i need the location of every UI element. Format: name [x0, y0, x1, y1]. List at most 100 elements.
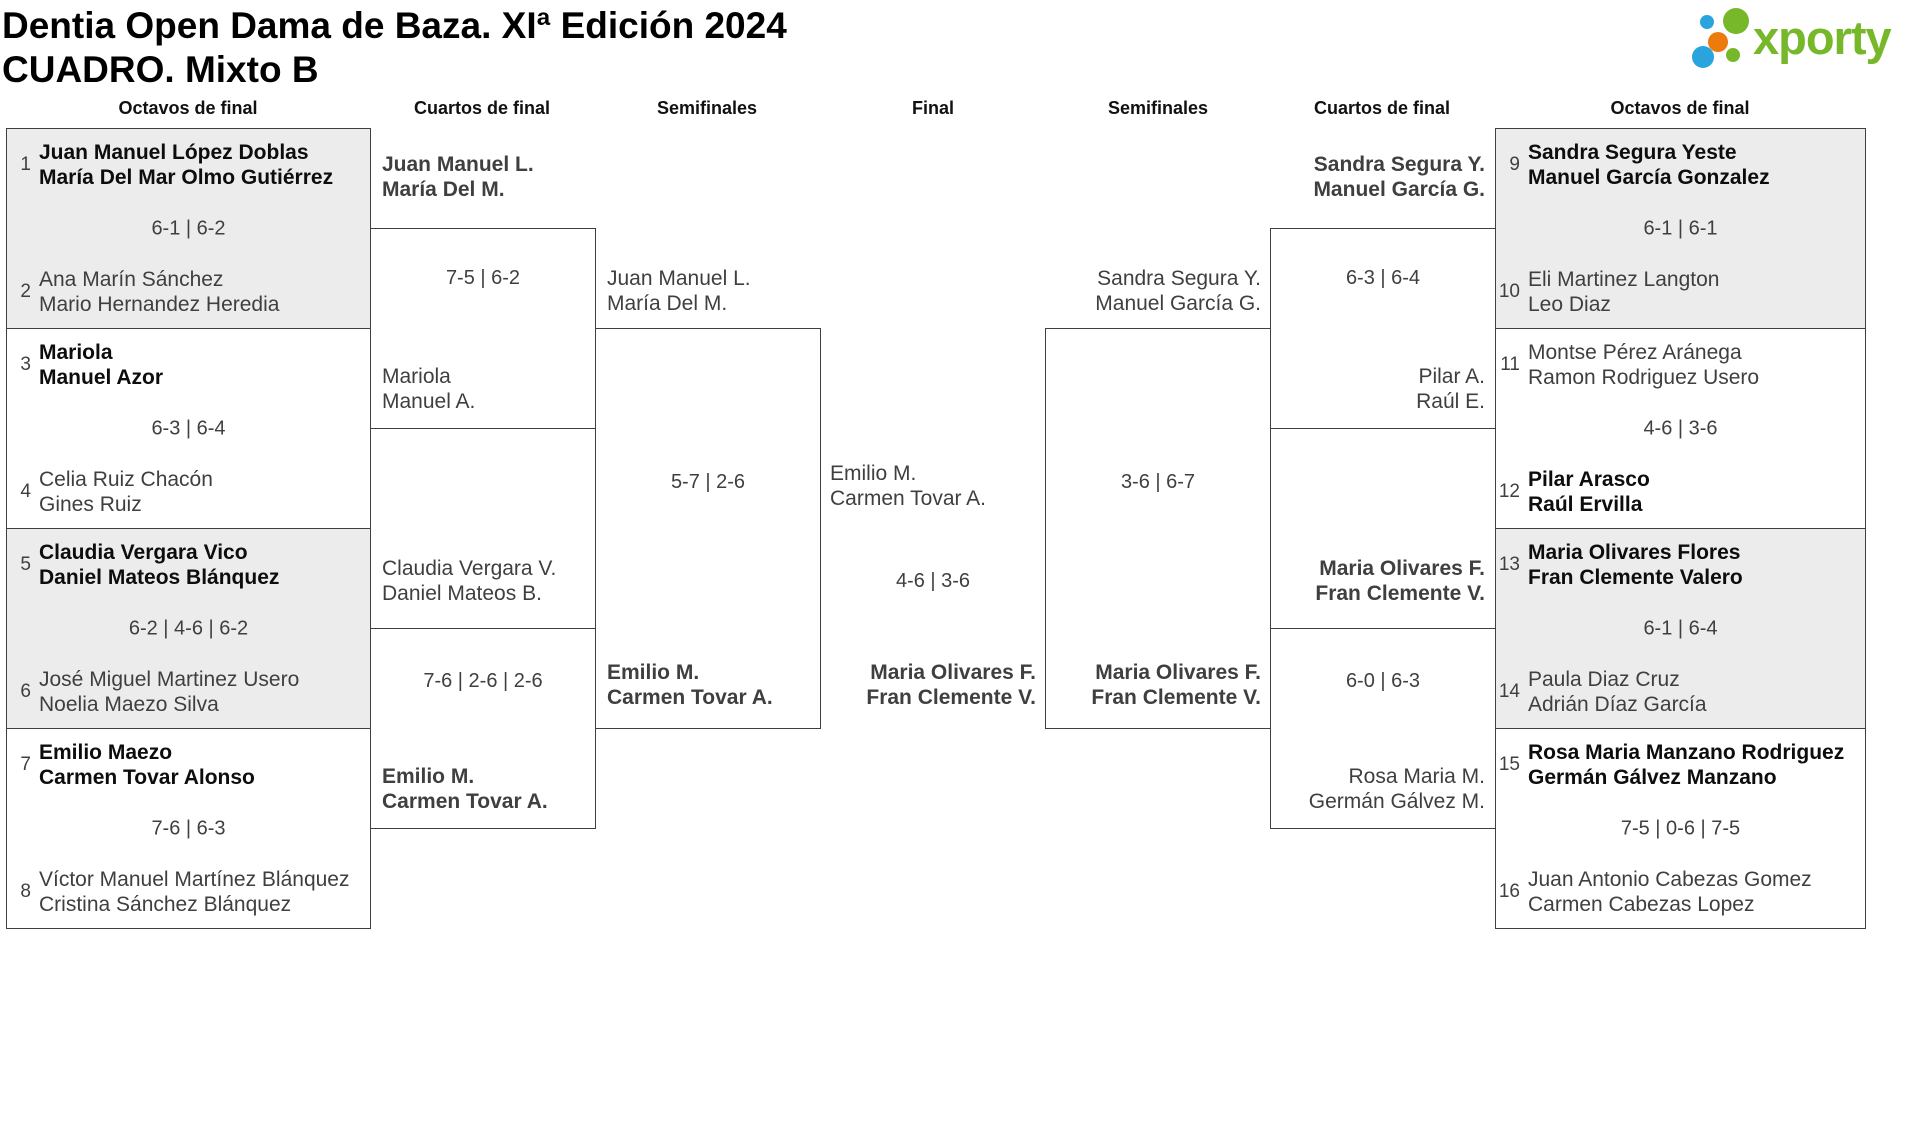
xporty-logo[interactable]: xporty	[1685, 0, 1915, 75]
player-name: Carmen Tovar A.	[607, 686, 773, 709]
player-name: Juan Manuel L.	[607, 267, 751, 290]
round-header-cuartos-left: Cuartos de final	[413, 98, 551, 118]
seed-number: 2	[20, 281, 31, 302]
round-header-final: Final	[911, 98, 954, 118]
player-name: Manuel Azor	[39, 366, 164, 389]
sf2-score: 3-6 | 6-7	[1120, 471, 1196, 493]
player-name: Celia Ruiz Chacón	[39, 468, 213, 491]
player-name: María Del Mar Olmo Gutiérrez	[39, 166, 334, 189]
player-name: Carmen Tovar Alonso	[39, 766, 255, 789]
match-score: 6-3 | 6-4	[151, 417, 226, 439]
qf4-score: 6-0 | 6-3	[1345, 670, 1421, 692]
qf2-score: 7-6 | 2-6 | 2-6	[423, 670, 543, 692]
player-name: Carmen Cabezas Lopez	[1528, 893, 1755, 916]
player-name: Emilio M.	[382, 765, 475, 788]
sf2-top-team: Sandra Segura Y.Manuel García G.	[1045, 266, 1261, 316]
player-name: Claudia Vergara V.	[382, 557, 557, 580]
player-name: Daniel Mateos B.	[382, 582, 542, 605]
match-score: 6-1 | 6-2	[151, 217, 226, 239]
logo-wordmark: xporty	[1753, 11, 1892, 64]
player-name: Pilar Arasco	[1528, 468, 1650, 491]
seed-number: 7	[20, 754, 31, 775]
player-name: Gines Ruiz	[39, 493, 142, 516]
sf2-bottom-team: Maria Olivares F.Fran Clemente V.	[1045, 660, 1261, 710]
player-name: Cristina Sánchez Blánquez	[39, 893, 292, 916]
player-name: Carmen Tovar A.	[382, 790, 548, 813]
seed-number: 13	[1498, 554, 1520, 575]
player-name: Rosa Maria M.	[1348, 765, 1485, 788]
player-name: Mariola	[382, 365, 451, 388]
player-name: Montse Pérez Aránega	[1528, 341, 1742, 364]
player-name: Fran Clemente V.	[1315, 582, 1485, 605]
seed-number: 4	[20, 481, 31, 502]
seed-number: 11	[1500, 354, 1520, 375]
seed-number: 3	[20, 354, 31, 375]
player-name: Juan Antonio Cabezas Gomez	[1528, 868, 1812, 891]
sf1-box	[595, 328, 821, 729]
player-name: Juan Manuel López Doblas	[39, 141, 309, 164]
logo-dot-green-big-icon	[1723, 8, 1749, 34]
match-score: 6-2 | 4-6 | 6-2	[128, 617, 249, 639]
player-name: Maria Olivares F.	[870, 661, 1036, 684]
qf4-box	[1270, 628, 1496, 829]
round-header-semis-right: Semifinales	[1107, 98, 1209, 118]
tournament-name: Dentia Open Dama de Baza. XIª Edición 20…	[2, 5, 787, 46]
player-name: Leo Diaz	[1528, 293, 1611, 316]
qf1-score: 7-5 | 6-2	[445, 267, 521, 289]
player-name: Emilio M.	[607, 661, 700, 684]
round-header-octavos-right: Octavos de final	[1610, 98, 1750, 118]
player-name: Claudia Vergara Vico	[39, 541, 248, 564]
player-name: Pilar A.	[1418, 365, 1485, 388]
player-name: Manuel García G.	[1313, 178, 1485, 201]
round-header-octavos-left: Octavos de final	[118, 98, 258, 118]
player-name: Manuel García G.	[1095, 292, 1261, 315]
player-name: Emilio M.	[830, 462, 917, 485]
logo-dot-green-small-icon	[1726, 48, 1740, 62]
qf3-bottom-team: Pilar A.Raúl E.	[1270, 364, 1485, 414]
logo-dot-blue-small-icon	[1700, 15, 1714, 29]
player-name: Maria Olivares F.	[1319, 557, 1485, 580]
player-name: Manuel A.	[382, 390, 476, 413]
player-name: Germán Gálvez Manzano	[1528, 766, 1777, 789]
seed-number: 5	[20, 554, 31, 575]
player-name: Mariola	[39, 341, 113, 364]
player-name: Fran Clemente Valero	[1528, 566, 1743, 589]
player-name: Paula Diaz Cruz	[1528, 668, 1680, 691]
player-name: María Del M.	[382, 178, 505, 201]
player-name: Ramon Rodriguez Usero	[1528, 366, 1760, 389]
seed-number: 10	[1498, 281, 1520, 302]
player-name: Raúl Ervilla	[1528, 493, 1643, 516]
player-name: Manuel García Gonzalez	[1528, 166, 1770, 189]
player-name: Mario Hernandez Heredia	[39, 293, 280, 316]
qf4-top-team: Maria Olivares F.Fran Clemente V.	[1270, 556, 1485, 606]
sf1-score: 5-7 | 2-6	[670, 471, 746, 493]
round-header-cuartos-right: Cuartos de final	[1313, 98, 1451, 118]
logo-dot-blue-big-icon	[1692, 46, 1714, 68]
player-name: Maria Olivares F.	[1095, 661, 1261, 684]
page-title: Dentia Open Dama de Baza. XIª Edición 20…	[2, 4, 787, 92]
seed-number: 9	[1509, 154, 1520, 175]
qf4-bottom-team: Rosa Maria M.Germán Gálvez M.	[1270, 764, 1485, 814]
player-name: Ana Marín Sánchez	[39, 268, 224, 291]
qf2-bottom-team: Emilio M.Carmen Tovar A.	[382, 764, 548, 814]
seed-number: 8	[20, 881, 31, 902]
